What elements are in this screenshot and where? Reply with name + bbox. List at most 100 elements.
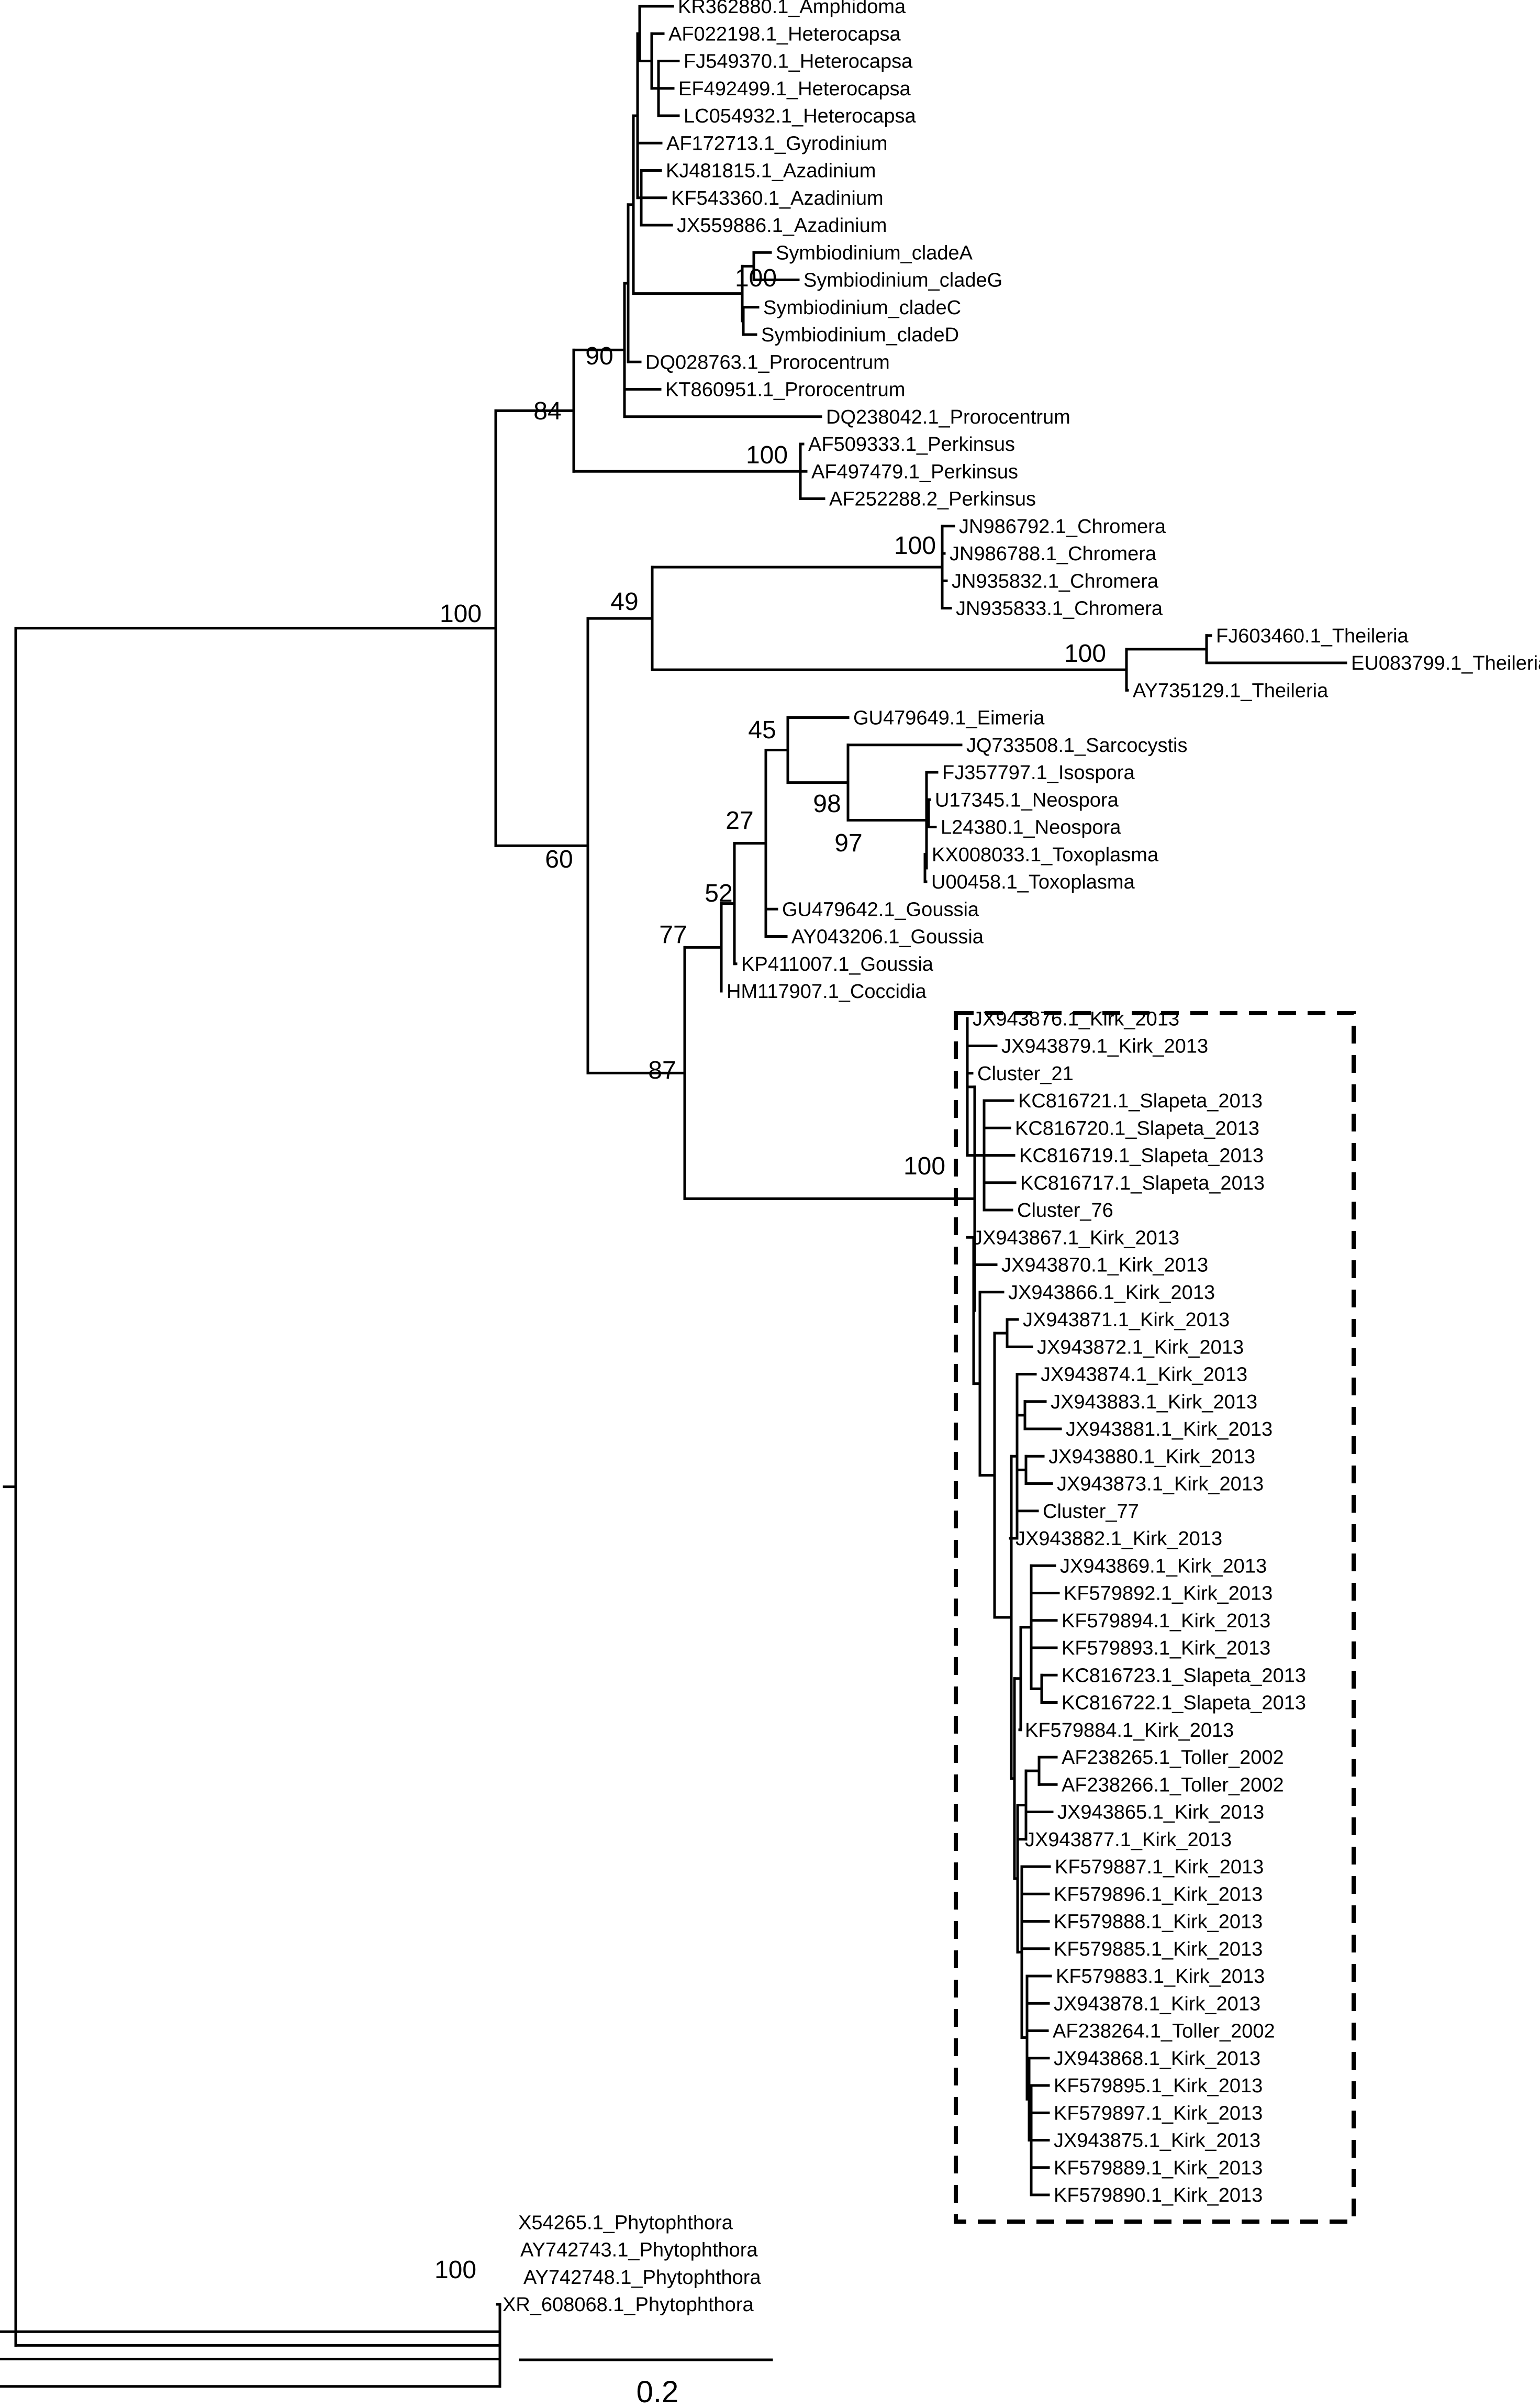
taxon-label: XR_608068.1_Phytophthora <box>503 2294 754 2316</box>
taxon-label: JN935833.1_Chromera <box>956 598 1163 620</box>
taxon-label: AY742743.1_Phytophthora <box>520 2239 758 2261</box>
taxon-label: KC816719.1_Slapeta_2013 <box>1019 1145 1264 1167</box>
taxon-label: JX943882.1_Kirk_2013 <box>1015 1528 1222 1550</box>
bootstrap-support-value: 87 <box>648 1057 676 1084</box>
bootstrap-support-value: 49 <box>610 588 638 616</box>
taxon-label: KC816722.1_Slapeta_2013 <box>1062 1692 1306 1714</box>
taxon-label: JX943877.1_Kirk_2013 <box>1025 1829 1232 1851</box>
taxon-label: KT860951.1_Prorocentrum <box>665 379 905 401</box>
taxon-label: JX943871.1_Kirk_2013 <box>1023 1309 1230 1331</box>
bootstrap-support-value: 52 <box>705 880 732 907</box>
taxon-label: JX943872.1_Kirk_2013 <box>1037 1336 1244 1358</box>
taxon-label: AY043206.1_Goussia <box>791 926 984 948</box>
taxon-label: JX943873.1_Kirk_2013 <box>1057 1473 1264 1495</box>
taxon-label: JX943865.1_Kirk_2013 <box>1057 1802 1264 1824</box>
taxon-label: EU083799.1_Theileria <box>1351 652 1540 674</box>
taxon-label: KC816717.1_Slapeta_2013 <box>1020 1172 1265 1194</box>
bootstrap-support-value: 100 <box>440 600 482 628</box>
bootstrap-support-value: 27 <box>726 807 753 835</box>
taxon-label: JX943868.1_Kirk_2013 <box>1054 2048 1260 2070</box>
scale-bar-label: 0.2 <box>637 2375 679 2408</box>
taxon-label: FJ603460.1_Theileria <box>1216 625 1409 647</box>
taxon-label: KF579893.1_Kirk_2013 <box>1062 1637 1270 1659</box>
taxon-label: JX943867.1_Kirk_2013 <box>973 1227 1179 1249</box>
taxon-label: DQ238042.1_Prorocentrum <box>826 406 1070 428</box>
taxon-label: AF238264.1_Toller_2002 <box>1053 2021 1275 2043</box>
taxon-label: AF497479.1_Perkinsus <box>811 461 1018 483</box>
bootstrap-support-value: 100 <box>894 532 936 560</box>
taxon-label: GU479642.1_Goussia <box>782 898 979 920</box>
bootstrap-support-value: 90 <box>585 342 613 370</box>
taxon-label: JX943880.1_Kirk_2013 <box>1048 1446 1255 1468</box>
taxon-label: JN935832.1_Chromera <box>952 570 1159 592</box>
taxon-label: KF579892.1_Kirk_2013 <box>1064 1583 1273 1605</box>
taxon-label: JX943883.1_Kirk_2013 <box>1051 1391 1257 1413</box>
bootstrap-support-value: 100 <box>735 264 777 292</box>
taxon-label: KF579887.1_Kirk_2013 <box>1055 1856 1264 1878</box>
taxon-label: JX943875.1_Kirk_2013 <box>1054 2130 1260 2152</box>
taxon-label: KC816720.1_Slapeta_2013 <box>1015 1117 1259 1139</box>
bootstrap-support-value: 98 <box>813 790 841 818</box>
taxon-label: JX943866.1_Kirk_2013 <box>1008 1282 1215 1304</box>
taxon-label: JX943879.1_Kirk_2013 <box>1001 1036 1208 1058</box>
taxon-label: Cluster_77 <box>1043 1501 1139 1523</box>
taxon-label: JN986788.1_Chromera <box>950 543 1157 565</box>
taxon-label: KC816721.1_Slapeta_2013 <box>1018 1090 1263 1112</box>
taxon-label: X54265.1_Phytophthora <box>518 2212 733 2234</box>
taxon-label: EF492499.1_Heterocapsa <box>678 78 911 100</box>
taxon-label: KF579896.1_Kirk_2013 <box>1054 1883 1263 1905</box>
taxon-label: KF579884.1_Kirk_2013 <box>1025 1719 1234 1741</box>
bootstrap-support-value: 100 <box>1064 640 1106 668</box>
tree-branches <box>0 5 1347 2388</box>
taxon-label: FJ549370.1_Heterocapsa <box>684 51 913 73</box>
taxon-label: JX943874.1_Kirk_2013 <box>1041 1364 1247 1386</box>
taxon-label: JN986792.1_Chromera <box>959 516 1166 538</box>
taxon-label: KF579897.1_Kirk_2013 <box>1054 2102 1263 2124</box>
bootstrap-support-value: 45 <box>748 716 776 744</box>
taxon-label: U17345.1_Neospora <box>935 789 1119 811</box>
taxon-label: KF579889.1_Kirk_2013 <box>1054 2157 1263 2179</box>
taxon-label: KX008033.1_Toxoplasma <box>932 844 1159 866</box>
taxon-label: KF579894.1_Kirk_2013 <box>1062 1610 1270 1632</box>
taxon-label: Symbiodinium_cladeD <box>761 324 959 346</box>
taxon-label: Cluster_76 <box>1017 1200 1113 1222</box>
taxon-label: JX943878.1_Kirk_2013 <box>1054 1993 1260 2015</box>
taxon-label: KR362880.1_Amphidoma <box>678 0 906 18</box>
bootstrap-support-value: 100 <box>746 441 788 469</box>
taxon-label: HM117907.1_Coccidia <box>727 981 927 1003</box>
taxon-label: AF238265.1_Toller_2002 <box>1062 1747 1284 1769</box>
taxon-label: Symbiodinium_cladeA <box>776 242 973 264</box>
bootstrap-support-value: 84 <box>533 397 561 425</box>
taxon-label: JX559886.1_Azadinium <box>677 215 887 237</box>
taxon-label: AF238266.1_Toller_2002 <box>1062 1774 1284 1796</box>
taxon-label: JX943870.1_Kirk_2013 <box>1001 1255 1208 1277</box>
taxon-label: AY735129.1_Theileria <box>1133 680 1329 702</box>
taxon-label: Symbiodinium_cladeG <box>804 270 1002 292</box>
taxon-label: KF579885.1_Kirk_2013 <box>1054 1938 1263 1960</box>
taxon-label: JX943876.1_Kirk_2013 <box>973 1008 1179 1030</box>
taxon-label: KJ481815.1_Azadinium <box>666 160 876 182</box>
taxon-label: KC816723.1_Slapeta_2013 <box>1062 1664 1306 1686</box>
taxon-label: KF579895.1_Kirk_2013 <box>1054 2075 1263 2097</box>
taxon-label: L24380.1_Neospora <box>941 817 1121 839</box>
bootstrap-support-value: 100 <box>434 2256 476 2284</box>
taxon-labels: KR362880.1_AmphidomaAF022198.1_Heterocap… <box>503 0 1540 2316</box>
taxon-label: LC054932.1_Heterocapsa <box>684 105 917 127</box>
taxon-label: KF579890.1_Kirk_2013 <box>1054 2184 1263 2206</box>
taxon-label: Cluster_21 <box>977 1063 1074 1085</box>
taxon-label: FJ357797.1_Isospora <box>942 762 1135 784</box>
taxon-label: AF252288.2_Perkinsus <box>829 489 1036 511</box>
taxon-label: JX943869.1_Kirk_2013 <box>1060 1555 1267 1577</box>
taxon-label: U00458.1_Toxoplasma <box>931 871 1135 893</box>
taxon-label: JX943881.1_Kirk_2013 <box>1066 1418 1273 1440</box>
scale-bar: 0.2 <box>519 2358 773 2408</box>
taxon-label: AF022198.1_Heterocapsa <box>668 23 901 45</box>
taxon-label: AY742748.1_Phytophthora <box>523 2267 761 2289</box>
taxon-label: KF579883.1_Kirk_2013 <box>1056 1966 1265 1988</box>
taxon-label: GU479649.1_Eimeria <box>853 707 1045 729</box>
support-values: 1009084100100491001004598972752776087100… <box>434 264 1106 2284</box>
bootstrap-support-value: 97 <box>834 829 862 857</box>
taxon-label: AF172713.1_Gyrodinium <box>666 132 887 154</box>
taxon-label: AF509333.1_Perkinsus <box>808 434 1015 456</box>
